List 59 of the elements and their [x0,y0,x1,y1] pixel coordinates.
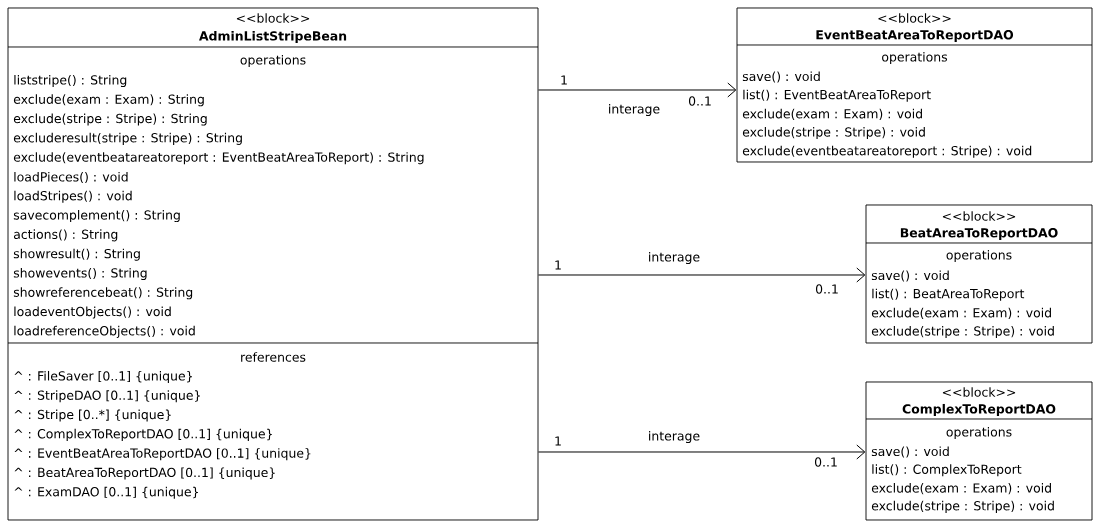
reference-text: ^ : ComplexToReportDAO [0..1] {unique} [14,428,272,441]
operation-text: save() : void [871,446,949,458]
block-name: AdminListStripeBean [199,30,347,44]
block-name: EventBeatAreaToReportDAO [816,30,1014,42]
compartment-title: references [241,352,306,362]
edge-label: interage [649,251,700,264]
reference-text: ^ : Stripe [0..*] {unique} [14,409,171,422]
operation-text: liststripe() : String [14,74,127,87]
operation-text: loadPieces() : void [14,171,128,184]
operation-text: exclude(stripe : Stripe) : void [871,326,1054,339]
association-arrow [537,444,866,460]
edge-label: interage [649,430,700,443]
operation-text: showreferencebeat() : String [13,287,193,300]
multiplicity-label: 0..1 [815,284,838,294]
multiplicity-label: 0..1 [688,96,711,106]
operation-text: loadStripes() : void [14,190,132,203]
operation-text: list() : BeatAreaToReport [872,288,1025,301]
operation-text: exclude(exam : Exam) : String [13,94,204,107]
reference-text: ^ : BeatAreaToReportDAO [0..1] {unique} [14,467,275,480]
multiplicity-label: 1 [561,75,567,85]
multiplicity-label: 1 [555,436,561,446]
operation-text: actions() : String [13,229,118,242]
operation-text: list() : ComplexToReport [872,464,1022,477]
operation-text: exclude(eventbeatareatoreport : EventBeatAreaToReport) : String [13,152,424,165]
stereotype-label: <<block>> [942,211,1016,221]
operation-text: exclude(exam : Exam) : void [871,307,1051,319]
operation-text: save() : void [742,71,820,83]
operation-text: excluderesult(stripe : Stripe) : String [13,132,242,145]
stereotype-label: <<block>> [942,387,1016,397]
edge-label: interage [609,103,660,116]
reference-text: ^ : EventBeatAreaToReportDAO [0..1] {unique} [14,448,311,461]
operation-text: showevents() : String [13,267,147,280]
operation-text: exclude(stripe : Stripe) : void [742,127,925,140]
compartment-title: operations [946,249,1012,262]
block-name: BeatAreaToReportDAO [900,228,1058,240]
operation-text: exclude(eventbeatareatoreport : Stripe) : void [742,145,1032,158]
stereotype-label: <<block>> [878,13,951,23]
operation-text: exclude(stripe : Stripe) : String [13,113,207,126]
association-arrow [537,267,866,283]
multiplicity-label: 1 [555,260,561,270]
multiplicity-label: 0..1 [814,457,837,467]
operation-text: loadreferenceObjects() : void [14,325,195,338]
operation-text: showresult() : String [13,248,140,261]
reference-text: ^ : ExamDAO [0..1] {unique} [14,486,198,499]
operation-text: loadeventObjects() : void [14,306,171,319]
operation-text: savecomplement() : String [13,210,180,223]
operation-text: exclude(exam : Exam) : void [742,108,922,120]
block-name: ComplexToReportDAO [902,403,1056,416]
operation-text: exclude(exam : Exam) : void [871,483,1051,495]
association-arrow [537,82,737,98]
reference-text: ^ : StripeDAO [0..1] {unique} [14,390,200,403]
operation-text: exclude(stripe : Stripe) : void [871,500,1054,513]
reference-text: ^ : FileSaver [0..1] {unique} [14,370,192,383]
compartment-title: operations [882,51,948,65]
operation-text: save() : void [871,270,949,282]
compartment-title: operations [946,426,1012,439]
compartment-title: operations [240,54,306,68]
operation-text: list() : EventBeatAreaToReport [743,89,931,102]
stereotype-label: <<block>> [236,13,310,23]
